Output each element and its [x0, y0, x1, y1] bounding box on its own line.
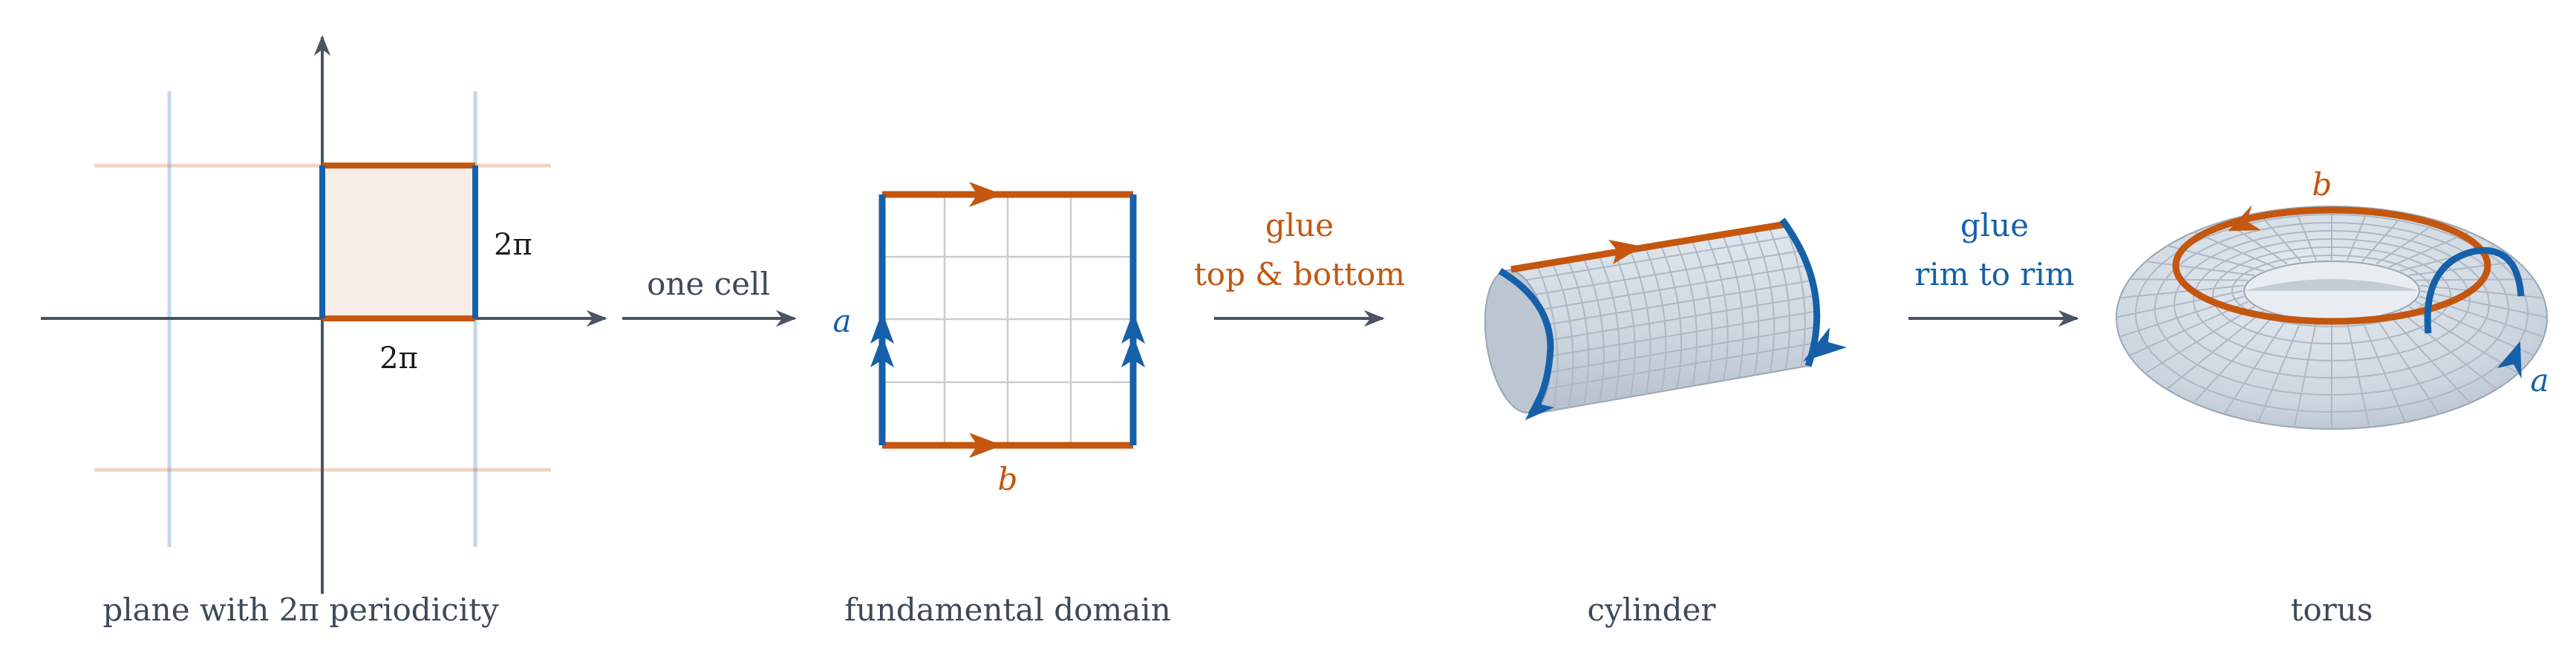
- arrow-glue-rim-label-line2: rim to rim: [1914, 256, 2075, 292]
- domain-left-arrowhead-2: [870, 335, 894, 367]
- domain-bottom-arrowhead: [969, 433, 1002, 458]
- domain-caption: fundamental domain: [844, 592, 1171, 628]
- plane-caption: plane with 2π periodicity: [102, 592, 499, 628]
- one-cell-arrow: one cell: [622, 266, 797, 327]
- plane-panel: 2π 2π plane with 2π periodicity: [41, 35, 607, 628]
- torus-loop-a-arrowhead: [2497, 341, 2522, 379]
- arrow-one-cell-label: one cell: [647, 266, 770, 302]
- cylinder-caption: cylinder: [1588, 592, 1717, 628]
- cylinder-seam-arrowhead: [1608, 240, 1643, 264]
- glue-rim-arrow: glue rim to rim: [1908, 207, 2079, 327]
- domain-right-arrowhead-1: [1121, 312, 1145, 344]
- domain-label-b: b: [998, 461, 1018, 497]
- domain-grid: [882, 194, 1133, 445]
- domain-label-a: a: [832, 303, 851, 339]
- cylinder-seam-b: [1510, 220, 1787, 273]
- torus-label-a: a: [2530, 362, 2549, 399]
- torus-loop-b-arrowhead: [2228, 205, 2261, 232]
- cylinder-left-rim-a: [1498, 268, 1554, 416]
- torus-surface: [2116, 206, 2548, 430]
- domain-right-arrowhead-2: [1121, 335, 1145, 367]
- domain-top-arrowhead: [969, 182, 1002, 207]
- cylinder-right-rim-a: [1779, 217, 1821, 367]
- arrow-glue-label-line2: top & bottom: [1194, 256, 1405, 292]
- unit-cell-fill: [322, 166, 475, 318]
- cell-width-label: 2π: [379, 341, 418, 376]
- cylinder-right-rim-arrowhead: [1803, 327, 1847, 361]
- torus-loop-a: [2424, 247, 2525, 334]
- glue-top-bottom-arrow: glue top & bottom: [1194, 207, 1405, 327]
- torus-loop-b: [2172, 206, 2491, 325]
- torus-caption: torus: [2291, 592, 2373, 628]
- arrow-glue-label-line1: glue: [1265, 207, 1334, 243]
- torus-hole-inner-shadow: [2244, 279, 2419, 291]
- torus-panel: b a torus: [2116, 166, 2549, 628]
- cell-height-label: 2π: [494, 228, 532, 262]
- cylinder-panel: cylinder: [1484, 217, 1847, 628]
- domain-left-arrowhead-1: [870, 312, 894, 344]
- fundamental-domain-panel: a b fundamental domain: [832, 182, 1171, 628]
- torus-label-b: b: [2312, 166, 2332, 203]
- arrow-glue-rim-label-line1: glue: [1960, 207, 2029, 243]
- cylinder-left-rim-arrowhead: [1525, 390, 1554, 420]
